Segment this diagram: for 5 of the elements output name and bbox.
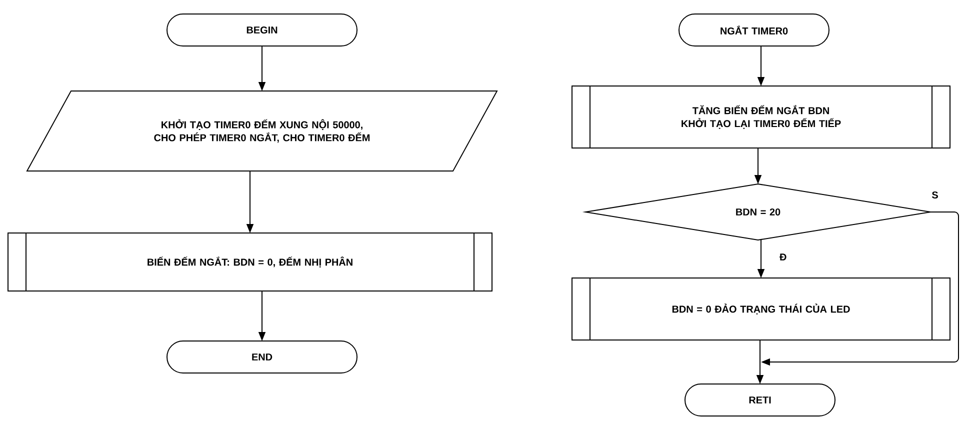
edge-label: S: [930, 190, 940, 200]
subroutine-box: TĂNG BIẾN ĐẾM NGẮT BDN KHỞI TẠO LẠI TIMER0 ĐẾM TIẾP: [572, 86, 950, 148]
subroutine-box: BIẾN ĐẾM NGẮT: BDN = 0, ĐẾM NHỊ PHÂN: [8, 232, 492, 292]
subroutine-box: BDN = 0 ĐẢO TRẠNG THÁI CỦA LED: [572, 278, 950, 340]
edge-label: Đ: [778, 252, 788, 262]
